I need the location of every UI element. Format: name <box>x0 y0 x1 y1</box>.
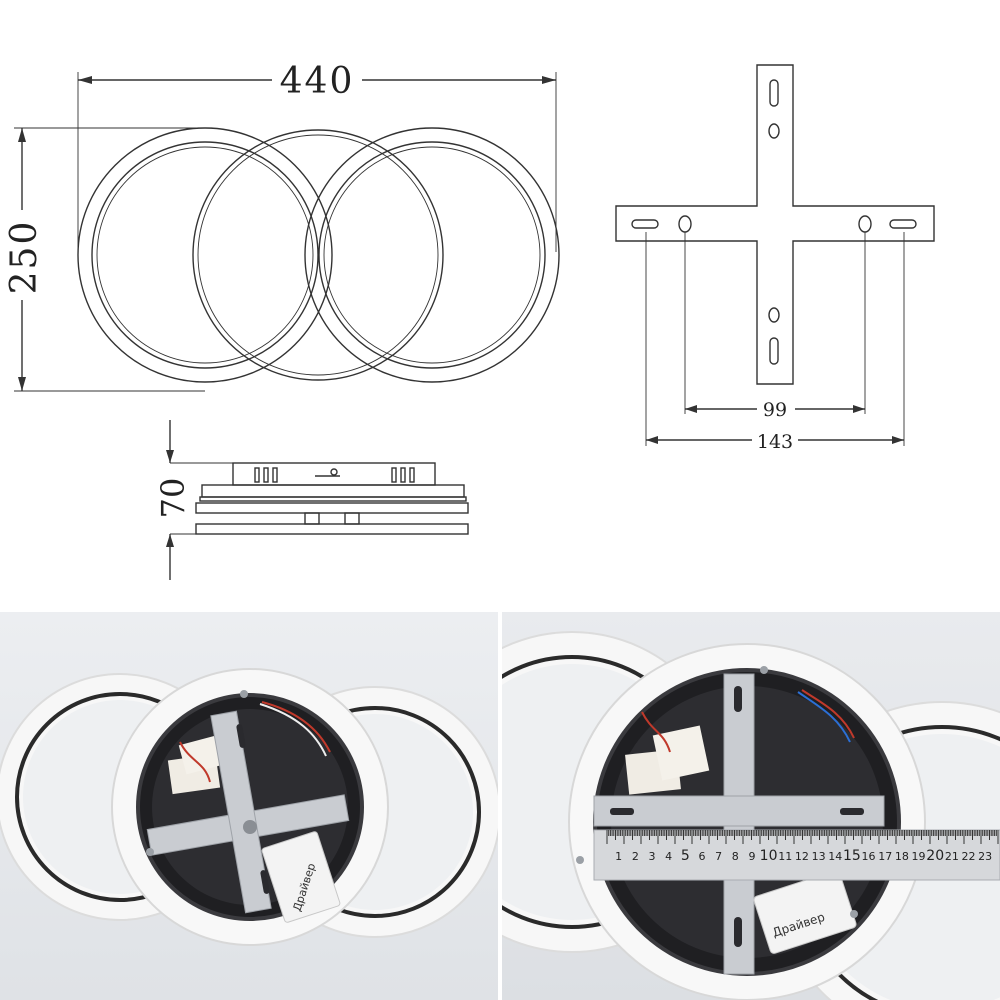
ruler-number: 16 <box>862 850 876 863</box>
dimension-inner-holes-label: 99 <box>763 399 787 421</box>
ruler-number: 19 <box>912 850 926 863</box>
dimension-outer-holes-label: 143 <box>757 431 793 453</box>
dimension-width-label: 440 <box>280 61 355 102</box>
ruler-number: 15 <box>843 848 861 864</box>
ruler-number: 3 <box>648 850 655 863</box>
dimension-height-label: 250 <box>4 220 45 295</box>
ruler-number: 20 <box>926 848 944 864</box>
ruler-number: 2 <box>632 850 639 863</box>
mounting-bracket-view <box>615 64 935 446</box>
ruler-number: 5 <box>681 848 690 864</box>
ruler-number: 4 <box>665 850 672 863</box>
ruler-number: 18 <box>895 850 909 863</box>
ruler-ticks <box>606 830 999 844</box>
ruler-number: 7 <box>715 850 722 863</box>
dimension-height <box>14 127 205 392</box>
ruler-number: 21 <box>945 850 959 863</box>
ruler-number: 11 <box>778 850 792 863</box>
dimension-width <box>77 72 557 252</box>
ruler-number: 10 <box>760 848 778 864</box>
ruler-number: 17 <box>878 850 892 863</box>
ruler-number: 6 <box>698 850 705 863</box>
ruler-number: 14 <box>828 850 842 863</box>
dimension-side-label: 70 <box>154 478 192 519</box>
ruler-number: 1 <box>615 850 622 863</box>
ruler-number: 12 <box>795 850 809 863</box>
ruler-number: 22 <box>962 850 976 863</box>
side-view <box>166 420 469 580</box>
ruler-number: 8 <box>732 850 739 863</box>
ruler-number: 13 <box>812 850 826 863</box>
ruler-number: 23 <box>978 850 992 863</box>
front-view <box>77 127 560 383</box>
technical-drawing: 440 250 70 99 143 <box>4 61 935 580</box>
ruler-number: 9 <box>748 850 755 863</box>
product-photo-left: Драйвер <box>0 612 498 1000</box>
